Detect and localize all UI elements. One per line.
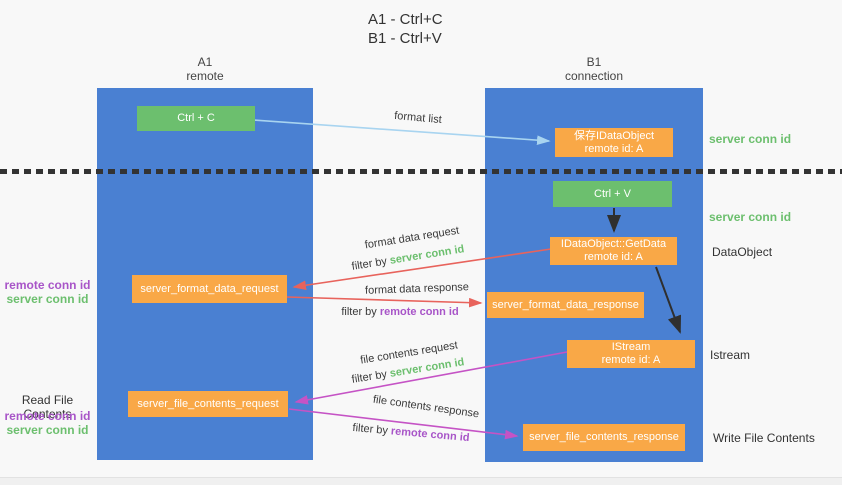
node-server-file-contents-response: server_file_contents_response: [523, 424, 685, 451]
edge-label-format-data-response: format data response: [364, 281, 470, 297]
lane-b-subtitle: connection: [564, 69, 624, 83]
node-istream-line2: remote id: A: [601, 354, 661, 366]
annotation-conn-ids-format: remote conn id server conn id: [0, 278, 95, 306]
filter-key-remote-conn-id: remote conn id: [390, 425, 470, 445]
filter-prefix: filter by: [352, 421, 392, 438]
node-server-file-contents-request: server_file_contents_request: [128, 391, 288, 417]
node-server-format-data-request: server_format_data_request: [132, 275, 287, 303]
node-getdata-line1: IDataObject::GetData: [560, 238, 667, 250]
filter-key-remote-conn-id: remote conn id: [379, 306, 459, 318]
filter-prefix: filter by: [350, 367, 391, 386]
session-divider-dotted-line: [0, 169, 842, 174]
lane-b-title: B1: [586, 55, 602, 69]
annotation-server-conn-id-1: server conn id: [6, 292, 89, 306]
filter-prefix: filter by: [350, 254, 391, 273]
annotation-conn-ids-file: remote conn id server conn id: [0, 409, 95, 437]
window-bottom-edge: [0, 477, 842, 485]
diagram-title: A1 - Ctrl+C B1 - Ctrl+V: [368, 10, 443, 48]
filter-prefix: filter by: [341, 306, 380, 318]
annotation-write-file-contents: Write File Contents: [713, 431, 815, 445]
annotation-dataobject: DataObject: [712, 245, 773, 259]
lane-a-subtitle: remote: [186, 69, 224, 83]
edge-label-filter-remote-conn-id-2: filter by remote conn id: [352, 422, 470, 444]
node-getdata-line2: remote id: A: [584, 251, 643, 263]
annotation-istream: Istream: [710, 348, 751, 362]
lane-a-header: A1 remote: [97, 55, 313, 83]
node-server-format-data-response: server_format_data_response: [487, 292, 644, 318]
annotation-server-conn-id-top: server conn id: [709, 132, 792, 146]
arrow-format-data-response: [286, 296, 483, 308]
node-save-idataobject-line1: 保存IDataObject: [573, 129, 655, 142]
lane-b-header: B1 connection: [485, 55, 703, 83]
title-line-1: A1 - Ctrl+C: [368, 11, 443, 28]
title-line-2: B1 - Ctrl+V: [368, 30, 442, 47]
edge-label-file-contents-response: file contents response: [372, 393, 480, 421]
node-istream: IStream remote id: A: [567, 340, 695, 368]
node-ctrl-c: Ctrl + C: [137, 106, 255, 131]
node-format-request-label: server_format_data_request: [140, 282, 279, 295]
node-ctrl-c-label: Ctrl + C: [177, 112, 215, 124]
edge-label-filter-remote-conn-id-1: filter by remote conn id: [341, 306, 458, 318]
node-ctrl-v-label: Ctrl + V: [594, 187, 631, 200]
node-ctrl-v: Ctrl + V: [553, 181, 672, 207]
node-save-idataobject-line2: remote id: A: [584, 142, 644, 155]
annotation-remote-conn-id-2: remote conn id: [4, 409, 91, 423]
lane-a-title: A1: [197, 55, 213, 69]
annotation-server-conn-id-2: server conn id: [6, 423, 89, 437]
filter-key-server-conn-id: server conn id: [388, 243, 466, 267]
node-file-request-label: server_file_contents_request: [137, 397, 279, 410]
node-idataobject-getdata: IDataObject::GetData remote id: A: [550, 237, 677, 265]
node-file-response-label: server_file_contents_response: [529, 431, 679, 443]
node-format-response-label: server_format_data_response: [492, 298, 639, 311]
edge-label-format-list: format list: [393, 109, 443, 127]
annotation-remote-conn-id-1: remote conn id: [4, 278, 91, 292]
node-save-idataobject: 保存IDataObject remote id: A: [555, 128, 673, 157]
annotation-read-file-contents: Read File Contents: [21, 393, 74, 421]
annotation-server-conn-id-mid: server conn id: [709, 210, 792, 224]
node-istream-line1: IStream: [611, 341, 651, 353]
